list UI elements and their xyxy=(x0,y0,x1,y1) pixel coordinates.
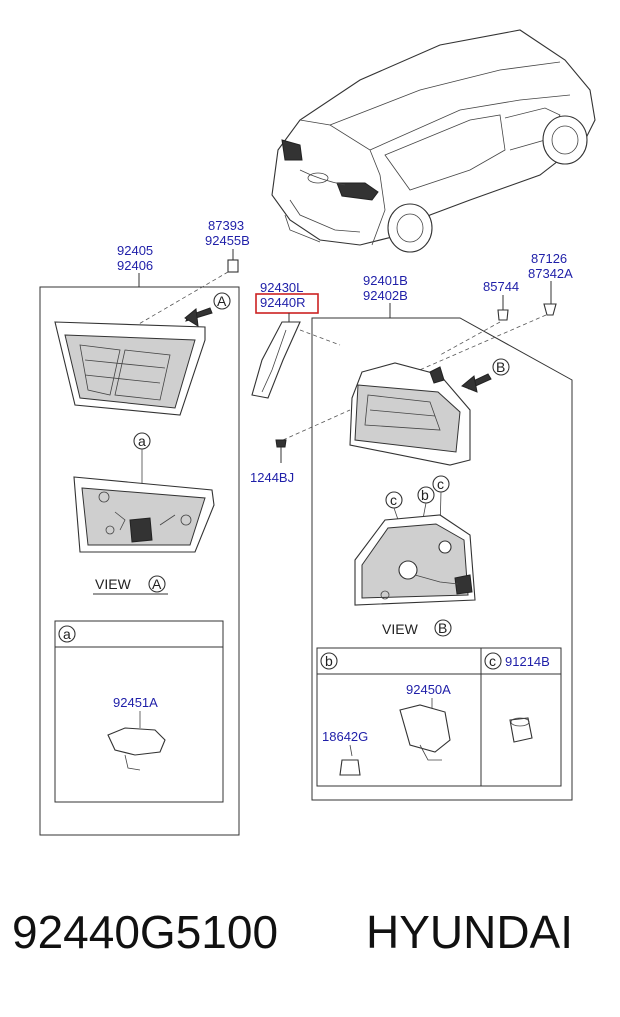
vehicle-illustration xyxy=(271,29,596,253)
view-b-letter: B xyxy=(438,620,447,636)
caption-brand: HYUNDAI xyxy=(366,906,574,958)
bulb-91214B-icon xyxy=(509,717,533,743)
socket-92450A-icon xyxy=(399,704,451,753)
view-a-letter: A xyxy=(152,576,162,592)
left-inner-lamp-panel: 92405 92406 87393 92455B A a V xyxy=(39,218,250,836)
label-92440R[interactable]: 92440R xyxy=(260,295,306,310)
right-rear-combination-lamp-panel: 92401B 92402B 85744 87126 87342A B c b c xyxy=(311,251,573,801)
label-87342A[interactable]: 87342A xyxy=(528,266,573,281)
garnish-92440R xyxy=(251,321,301,399)
middle-garnish-part: 92430L 92440R 1244BJ xyxy=(250,280,351,485)
box-a-callout: a xyxy=(63,626,71,642)
label-92450A[interactable]: 92450A xyxy=(406,682,451,697)
nut-87342A-icon xyxy=(543,303,557,316)
label-1244BJ[interactable]: 1244BJ xyxy=(250,470,294,485)
callout-c-2: c xyxy=(437,476,444,492)
callout-B: B xyxy=(496,359,505,375)
label-92405[interactable]: 92405 xyxy=(117,243,153,258)
view-b-label: VIEW xyxy=(382,621,419,637)
highlight-box-92440R xyxy=(255,293,319,314)
label-92401B[interactable]: 92401B xyxy=(363,273,408,288)
label-91214B[interactable]: 91214B xyxy=(505,654,550,669)
socket-92451A-icon xyxy=(107,727,166,756)
screw-85744-icon xyxy=(497,309,509,321)
callout-A-circle xyxy=(213,292,231,310)
label-87126[interactable]: 87126 xyxy=(531,251,567,266)
callout-b: b xyxy=(421,487,429,503)
callout-a: a xyxy=(138,433,146,449)
callout-A: A xyxy=(217,293,227,309)
label-92402B[interactable]: 92402B xyxy=(363,288,408,303)
label-92455B[interactable]: 92455B xyxy=(205,233,250,248)
label-85744[interactable]: 85744 xyxy=(483,279,519,294)
tail-lamp-parts-diagram: 92405 92406 87393 92455B A a V xyxy=(39,29,596,836)
box-b-callout: b xyxy=(325,653,333,669)
view-a-label: VIEW xyxy=(95,576,132,592)
label-87393[interactable]: 87393 xyxy=(208,218,244,233)
nut-icon xyxy=(227,259,239,273)
bulb-18642G-icon xyxy=(339,759,361,776)
callout-c-1: c xyxy=(390,492,397,508)
label-92430L[interactable]: 92430L xyxy=(260,280,303,295)
label-18642G[interactable]: 18642G xyxy=(322,729,368,744)
caption-part-number: 92440G5100 xyxy=(12,906,279,958)
label-92451A[interactable]: 92451A xyxy=(113,695,158,710)
label-92406[interactable]: 92406 xyxy=(117,258,153,273)
caption: 92440G5100 HYUNDAI xyxy=(0,905,620,975)
box-c-callout: c xyxy=(489,653,496,669)
